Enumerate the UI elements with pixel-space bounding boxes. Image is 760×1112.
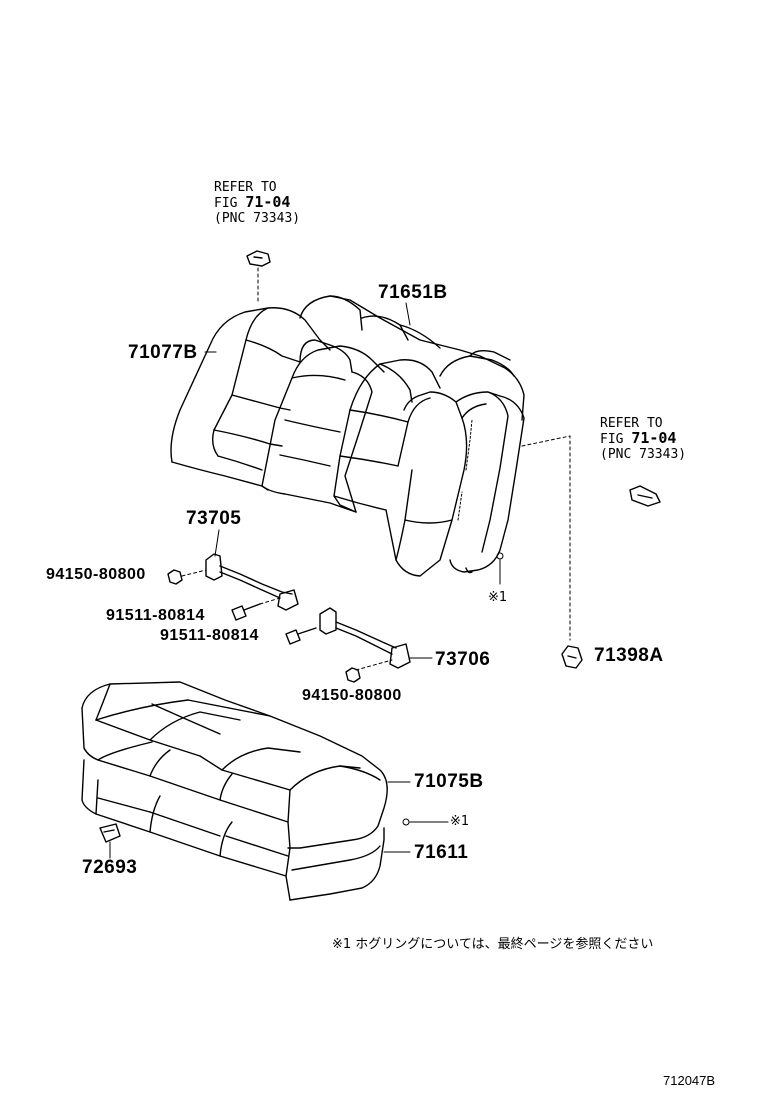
refer-right-line1: REFER TO (600, 416, 663, 431)
part-71611-label: 71611 (414, 842, 469, 863)
hog-ring-icon-2 (402, 818, 410, 826)
part-71651b-label: 71651B (378, 282, 448, 303)
part-73706-label: 73706 (435, 649, 491, 670)
bolt-91511-a-icon (231, 603, 261, 621)
refer-left-line1: REFER TO (214, 180, 277, 195)
refer-left-line3: (PNC 73343) (214, 211, 301, 226)
refer-note-left: REFER TO FIG 71-04 (PNC 73343) (214, 180, 300, 226)
refer-left-fig-prefix: FIG (214, 196, 246, 211)
part-91511-b-label: 91511-80814 (160, 627, 259, 644)
part-72693-label: 72693 (82, 857, 138, 878)
clip-icon-right (629, 485, 661, 507)
hinge-73705 (205, 529, 299, 611)
clip-71398a-icon (561, 645, 583, 669)
diagram-code: 712047B (663, 1073, 716, 1088)
refer-right-fig-num: 71-04 (631, 429, 677, 447)
nut-94150-b-icon (345, 667, 361, 683)
clip-icon-left (246, 250, 271, 267)
refer-right-fig-prefix: FIG (600, 432, 632, 447)
hog-ring-mark-a: ※1 (488, 590, 508, 605)
clip-72693-icon (99, 823, 121, 843)
nut-94150-a-icon (167, 569, 183, 585)
seat-cushion-drawing (81, 681, 388, 901)
part-71398a-label: 71398A (594, 645, 664, 666)
refer-note-right: REFER TO FIG 71-04 (PNC 73343) (600, 416, 686, 462)
refer-left-fig-num: 71-04 (245, 193, 291, 211)
hog-ring-mark-b: ※1 (450, 814, 470, 829)
part-73705-label: 73705 (186, 508, 242, 529)
bolt-91511-b-icon (285, 627, 317, 645)
refer-right-line3: (PNC 73343) (600, 447, 687, 462)
hinge-73706 (319, 607, 433, 669)
footnote: ※1 ホグリングについては、最終ページを参照ください (332, 937, 654, 952)
seat-back-drawing (170, 295, 525, 577)
part-91511-a-label: 91511-80814 (106, 607, 205, 624)
part-71077b-label: 71077B (128, 342, 198, 363)
part-94150-a-label: 94150-80800 (46, 566, 146, 583)
hog-ring-icon (496, 552, 504, 560)
part-94150-b-label: 94150-80800 (302, 687, 402, 704)
part-71075b-label: 71075B (414, 771, 484, 792)
